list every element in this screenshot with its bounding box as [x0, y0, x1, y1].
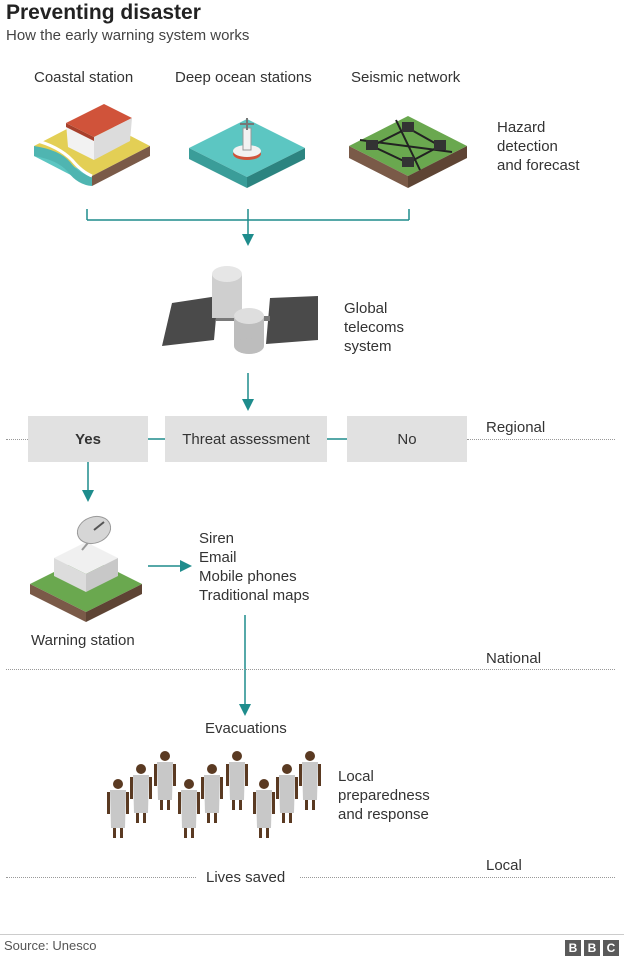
person-figure	[107, 779, 129, 838]
person-figure	[201, 764, 223, 823]
local-divider-right	[300, 877, 615, 878]
satellite-icon	[162, 266, 318, 354]
seismic-network-icon	[349, 116, 467, 188]
warning-station-icon	[30, 515, 142, 622]
no-box: No	[347, 416, 467, 462]
local-preparedness-label: Local preparedness and response	[338, 768, 430, 823]
person-figure	[178, 779, 200, 838]
national-divider	[6, 669, 615, 670]
seismic-network-label: Seismic network	[351, 69, 461, 86]
person-figure	[226, 751, 248, 810]
local-divider-left	[6, 877, 196, 878]
deep-ocean-stations-label: Deep ocean stations	[175, 69, 312, 86]
deep-ocean-station-icon	[189, 118, 305, 188]
stations-connector	[86, 209, 410, 246]
person-figure	[299, 751, 321, 810]
regional-divider-left	[6, 439, 28, 440]
evacuations-label: Evacuations	[205, 720, 287, 737]
footer-divider	[0, 934, 624, 935]
page-subtitle: How the early warning system works	[6, 27, 250, 44]
local-level-label: Local	[486, 857, 522, 874]
lives-saved-label: Lives saved	[206, 869, 286, 886]
person-figure	[130, 764, 152, 823]
person-figure	[253, 779, 275, 838]
person-figure	[154, 751, 176, 810]
evacuating-people-group	[107, 751, 321, 838]
regional-level-label: Regional	[486, 419, 546, 436]
hazard-detection-label: Hazard detection and forecast	[497, 119, 580, 174]
regional-divider-right	[467, 439, 615, 440]
warning-station-label: Warning station	[31, 632, 135, 649]
source-note: Source: Unesco	[4, 938, 97, 953]
page-title: Preventing disaster	[6, 1, 201, 24]
bbc-logo: B B C	[565, 940, 619, 956]
global-telecoms-label: Global telecoms system	[344, 300, 405, 355]
coastal-station-icon	[33, 104, 150, 186]
threat-assessment-box: Threat assessment	[165, 416, 327, 462]
national-level-label: National	[486, 650, 542, 667]
person-figure	[276, 764, 298, 823]
yes-box: Yes	[28, 416, 148, 462]
coastal-station-label: Coastal station	[34, 69, 134, 86]
warning-channels-list: Siren Email Mobile phones Traditional ma…	[199, 530, 310, 604]
